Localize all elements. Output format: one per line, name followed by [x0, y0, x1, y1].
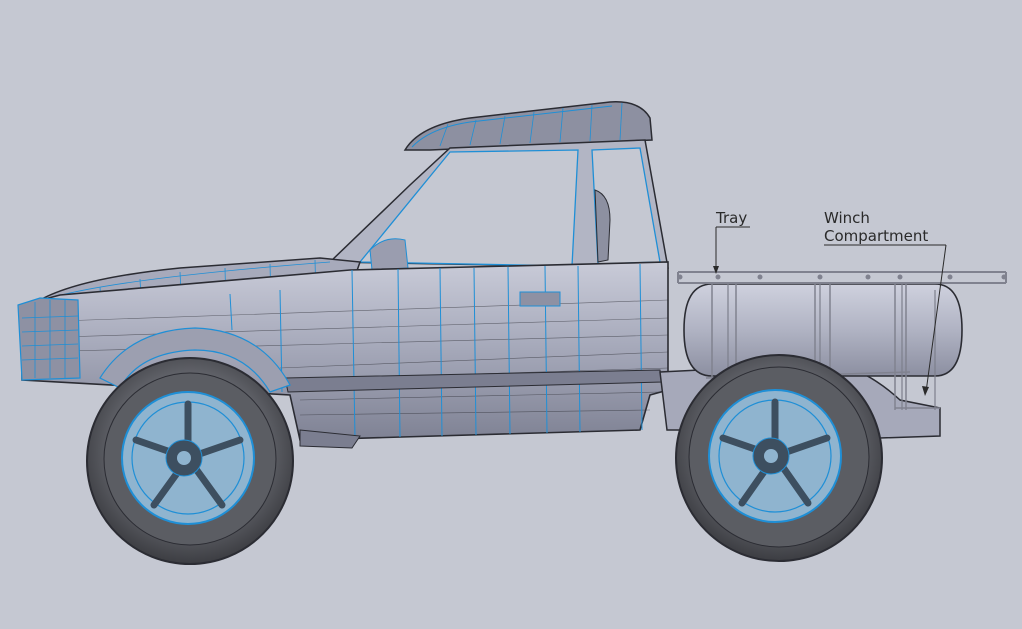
winch-label-line2: Compartment [824, 227, 928, 245]
cab [328, 139, 669, 271]
annotation-winch-compartment[interactable]: Winch Compartment [824, 209, 947, 396]
body-side [21, 261, 669, 449]
front-fender [99, 327, 291, 393]
rear-wheel [675, 354, 883, 562]
winch-label-line1: Winch [824, 209, 870, 227]
tray-label: Tray [715, 209, 747, 227]
front-wheel [86, 357, 294, 565]
roof [403, 101, 653, 151]
winch-compartment-tank [683, 283, 963, 410]
grille [17, 297, 81, 381]
annotation-tray[interactable]: Tray [713, 209, 750, 274]
